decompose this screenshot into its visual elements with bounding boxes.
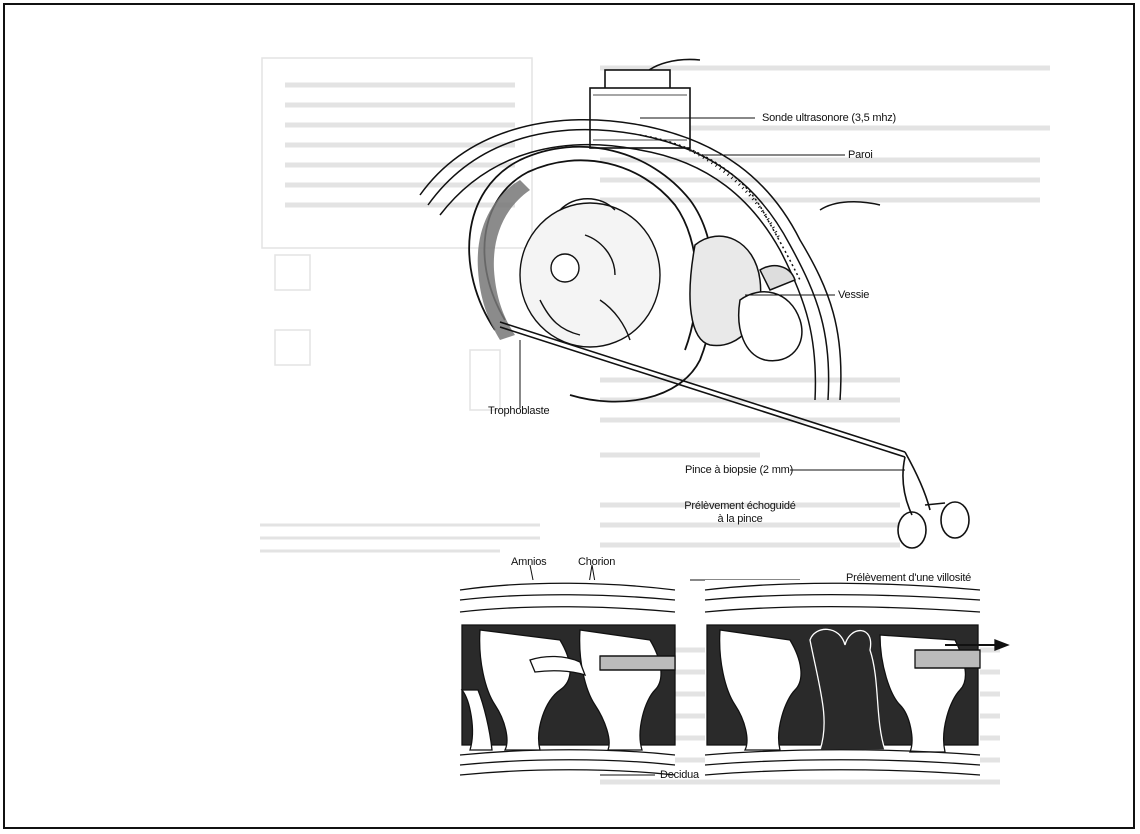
villi-section-left [460, 580, 675, 775]
label-prelevement-echoguide-line2: à la pince [717, 513, 762, 525]
villi-section-right [705, 580, 1008, 775]
label-paroi: Paroi [848, 149, 873, 161]
label-amnios: Amnios [511, 556, 546, 568]
label-vessie: Vessie [838, 289, 869, 301]
label-trophoblaste: Trophoblaste [488, 405, 549, 417]
fetus [520, 199, 660, 347]
label-prelevement-villosite: Prélèvement d'une villosité [846, 572, 971, 584]
label-prelevement-echoguide-line1: Prélèvement échoguidé [684, 500, 795, 512]
ultrasound-probe-icon [590, 60, 700, 148]
label-pince: Pince à biopsie (2 mm) [685, 464, 793, 476]
label-chorion: Chorion [578, 556, 615, 568]
label-decidua: Decidua [660, 769, 699, 781]
label-sonde: Sonde ultrasonore (3,5 mhz) [762, 112, 896, 124]
label-prelevement-echoguide: Prélèvement échoguidé à la pince [680, 500, 800, 526]
